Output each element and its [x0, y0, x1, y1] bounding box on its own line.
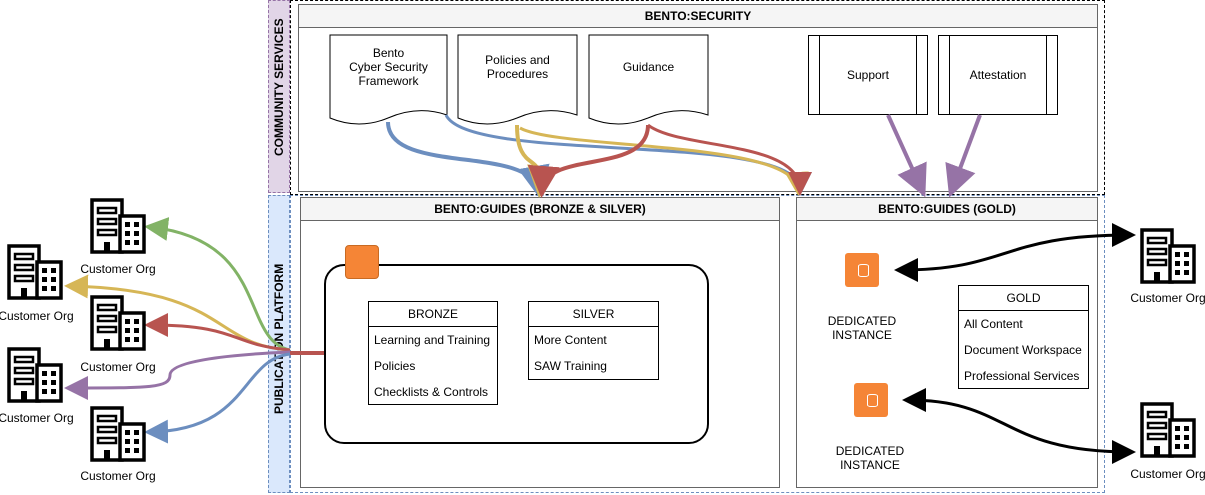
attestation-label: Attestation	[969, 68, 1027, 82]
bronze-item: Checklists & Controls	[374, 385, 489, 399]
dedicated-instance-label-2b: INSTANCE	[840, 458, 900, 472]
guides-bronze-silver-title: BENTO:GUIDES (BRONZE & SILVER)	[300, 197, 780, 221]
dedicated-instance-label-1a: DEDICATED	[827, 314, 897, 328]
doc-shape-framework	[329, 34, 448, 125]
dedicated-instance-label-2a: DEDICATED	[835, 444, 905, 458]
doc-policies-label: Policies and Procedures	[485, 53, 550, 81]
support-label: Support	[846, 68, 890, 82]
doc-shape-guidance	[588, 34, 709, 125]
customer-org-label: Customer Org	[80, 262, 156, 276]
gold-item: Document Workspace	[964, 343, 1082, 357]
bronze-item: Policies	[374, 359, 416, 373]
customer-org-label: Customer Org	[80, 360, 156, 374]
attestation-box: Attestation	[938, 35, 1058, 115]
silver-item: SAW Training	[534, 359, 607, 373]
silver-box: SILVER More Content SAW Training	[528, 301, 659, 380]
silver-title: SILVER	[529, 302, 658, 327]
customer-org-label: Customer Org	[80, 469, 156, 483]
customer-org-label: Customer Org	[1130, 291, 1205, 305]
community-services-band	[268, 0, 290, 193]
gold-title: GOLD	[959, 286, 1088, 311]
gold-item: All Content	[964, 317, 1023, 331]
aws-orange-icon	[345, 245, 379, 279]
publication-platform-area	[290, 195, 1105, 493]
security-panel-title: BENTO:SECURITY	[298, 4, 1098, 28]
dedicated-instance-label-1b: INSTANCE	[832, 328, 892, 342]
dedicated-instance-icon	[845, 253, 879, 287]
gold-box: GOLD All Content Document Workspace Prof…	[958, 285, 1089, 389]
support-box: Support	[808, 35, 928, 115]
guides-gold-title: BENTO:GUIDES (GOLD)	[796, 197, 1098, 221]
dedicated-instance-icon	[854, 383, 888, 417]
community-services-area	[290, 0, 1105, 195]
bronze-item: Learning and Training	[374, 333, 491, 347]
gold-item: Professional Services	[964, 369, 1080, 383]
customer-org-label: Customer Org	[0, 309, 74, 323]
doc-framework-label: Bento Cyber Security Framework	[349, 46, 428, 88]
customer-org-label: Customer Org	[1130, 467, 1205, 481]
doc-guidance-label: Guidance	[622, 60, 675, 74]
bronze-title: BRONZE	[369, 302, 497, 327]
silver-item: More Content	[534, 333, 607, 347]
customer-org-label: Customer Org	[0, 411, 74, 425]
bronze-box: BRONZE Learning and Training Policies Ch…	[368, 301, 498, 405]
